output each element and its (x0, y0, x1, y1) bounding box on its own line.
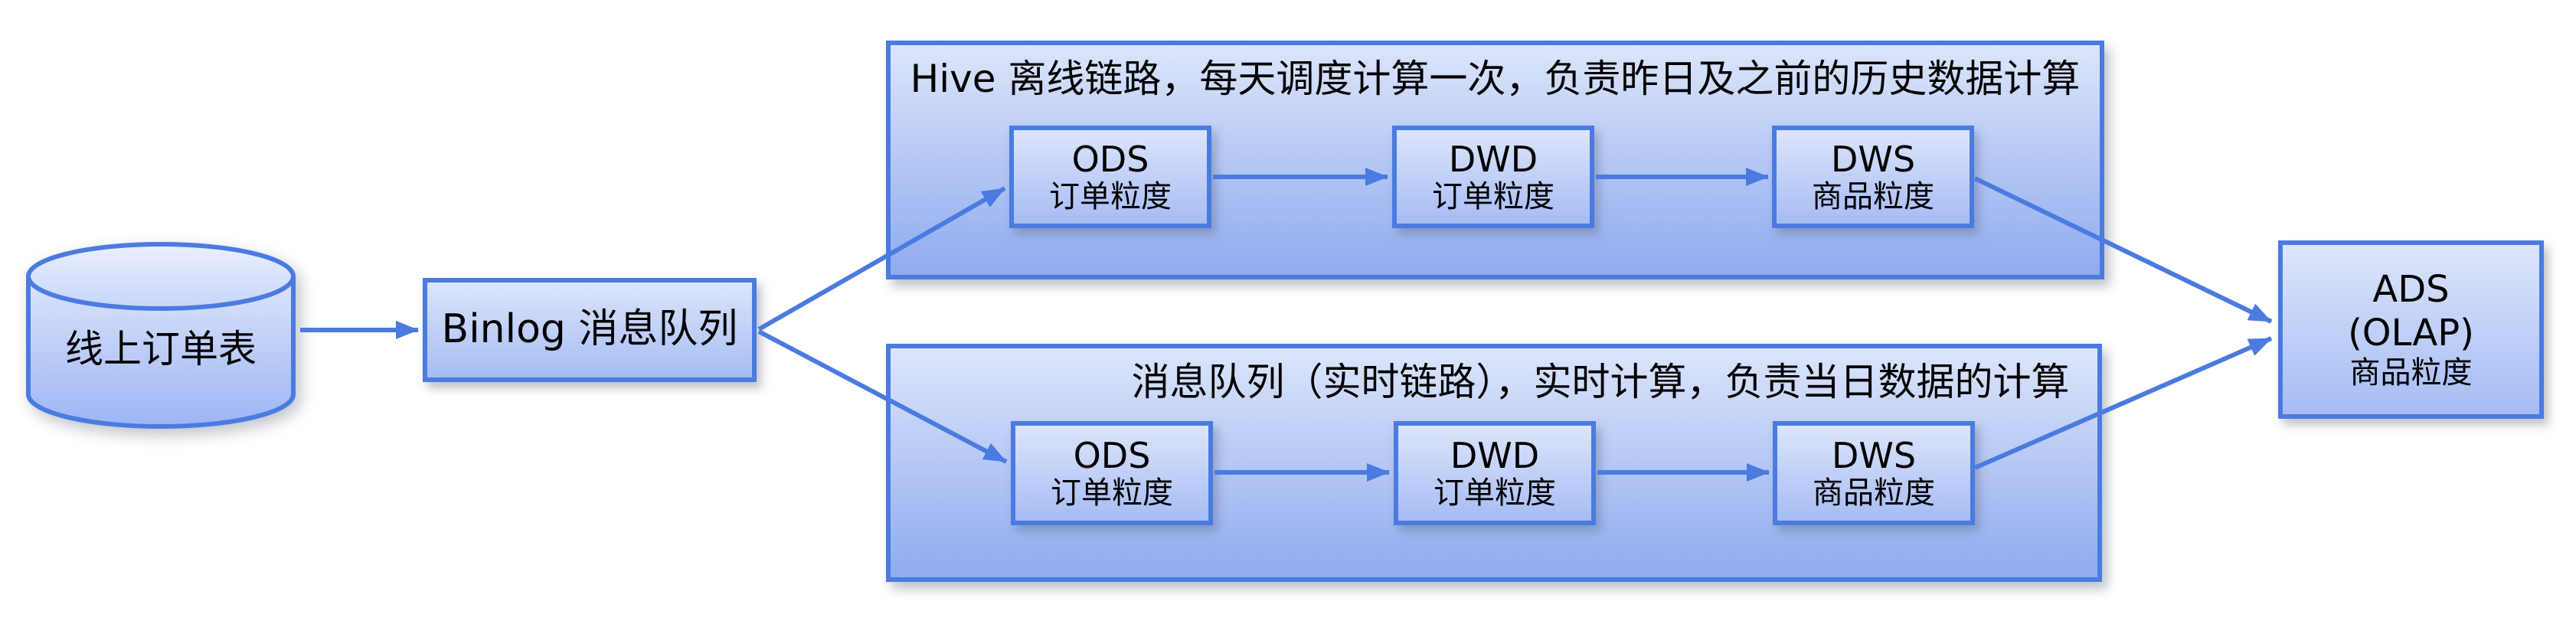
offline-dwd-sublabel: 订单粒度 (1432, 179, 1554, 215)
ads-sublabel: 商品粒度 (2349, 355, 2473, 391)
realtime-pipeline-title: 消息队列（实时链路），实时计算，负责当日数据的计算 (1131, 360, 2070, 404)
offline-pipeline-title: Hive 离线链路，每天调度计算一次，负责昨日及之前的历史数据计算 (910, 57, 2081, 101)
realtime-ods-sublabel: 订单粒度 (1051, 475, 1173, 511)
realtime-dwd-sublabel: 订单粒度 (1433, 475, 1556, 511)
node-offline-dwd: DWD 订单粒度 (1392, 126, 1594, 228)
node-offline-ods: ODS 订单粒度 (1009, 126, 1211, 228)
node-binlog-queue: Binlog 消息队列 (423, 278, 757, 382)
offline-ods-label: ODS (1071, 138, 1149, 180)
node-realtime-ods: ODS 订单粒度 (1011, 421, 1213, 525)
ads-label-line2: (OLAP) (2348, 311, 2474, 354)
node-realtime-dws: DWS 商品粒度 (1773, 421, 1975, 525)
realtime-ods-label: ODS (1073, 434, 1151, 476)
node-realtime-dwd: DWD 订单粒度 (1394, 421, 1596, 525)
realtime-dws-label: DWS (1831, 434, 1917, 476)
offline-dws-label: DWS (1830, 138, 1916, 180)
database-cylinder-icon (26, 242, 296, 429)
offline-dwd-label: DWD (1448, 138, 1538, 180)
offline-ods-sublabel: 订单粒度 (1049, 179, 1172, 215)
online-order-table-label: 线上订单表 (65, 326, 257, 371)
node-offline-dws: DWS 商品粒度 (1772, 126, 1974, 228)
realtime-dwd-label: DWD (1450, 434, 1540, 476)
realtime-dws-sublabel: 商品粒度 (1813, 475, 1935, 511)
offline-dws-sublabel: 商品粒度 (1812, 179, 1934, 215)
ads-label-line1: ADS (2372, 267, 2450, 311)
node-ads-olap: ADS (OLAP) 商品粒度 (2278, 240, 2544, 419)
binlog-queue-label: Binlog 消息队列 (441, 306, 738, 353)
node-online-order-table: 线上订单表 (25, 240, 296, 431)
